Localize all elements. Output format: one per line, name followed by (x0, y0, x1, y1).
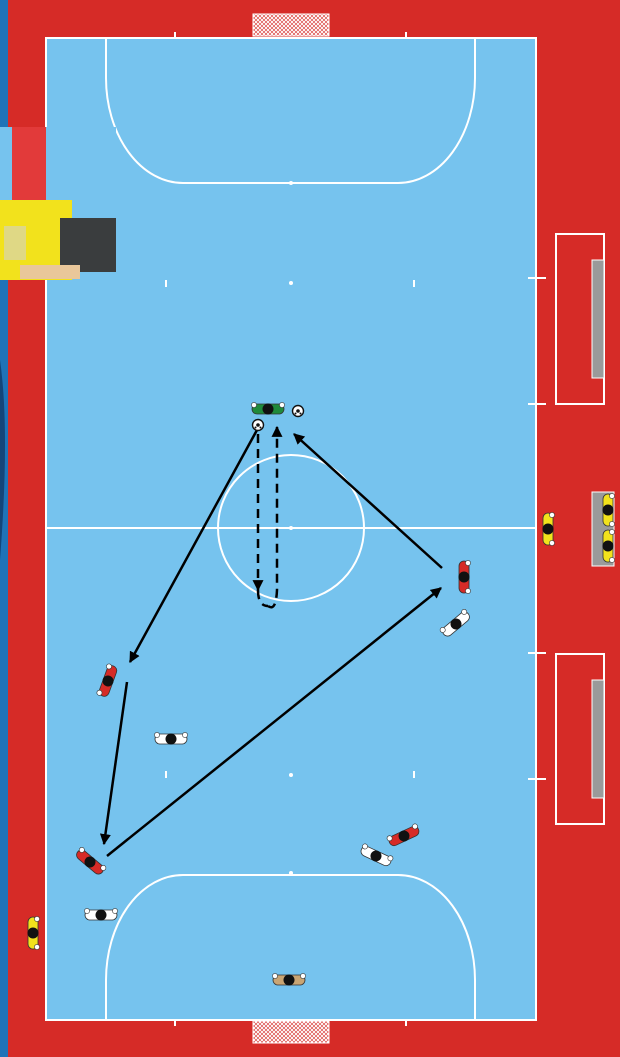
goal-net-icon (253, 14, 329, 36)
player-icon (84, 908, 117, 920)
penalty-spot-top (289, 181, 293, 185)
referee-photo-inset (0, 127, 116, 280)
bench-icon (592, 260, 604, 378)
goal-net-icon (253, 1021, 329, 1043)
soccer-ball-icon (253, 420, 264, 431)
player-icon (251, 402, 284, 414)
second-penalty-spot-bottom (289, 773, 293, 777)
referee-icon (28, 916, 40, 949)
bench-area-top (528, 234, 604, 404)
player-icon (154, 732, 187, 744)
penalty-spot-bottom (289, 871, 293, 875)
soccer-ball-icon (293, 406, 304, 417)
bench-icon (592, 680, 604, 798)
referee-icon (603, 529, 615, 562)
player-icon (459, 560, 471, 593)
referee-icon (543, 512, 555, 545)
referee-icon (603, 493, 615, 526)
bench-area-bottom (528, 653, 604, 824)
center-spot (289, 526, 293, 530)
player-icon (272, 973, 305, 985)
second-penalty-spot-top (289, 281, 293, 285)
